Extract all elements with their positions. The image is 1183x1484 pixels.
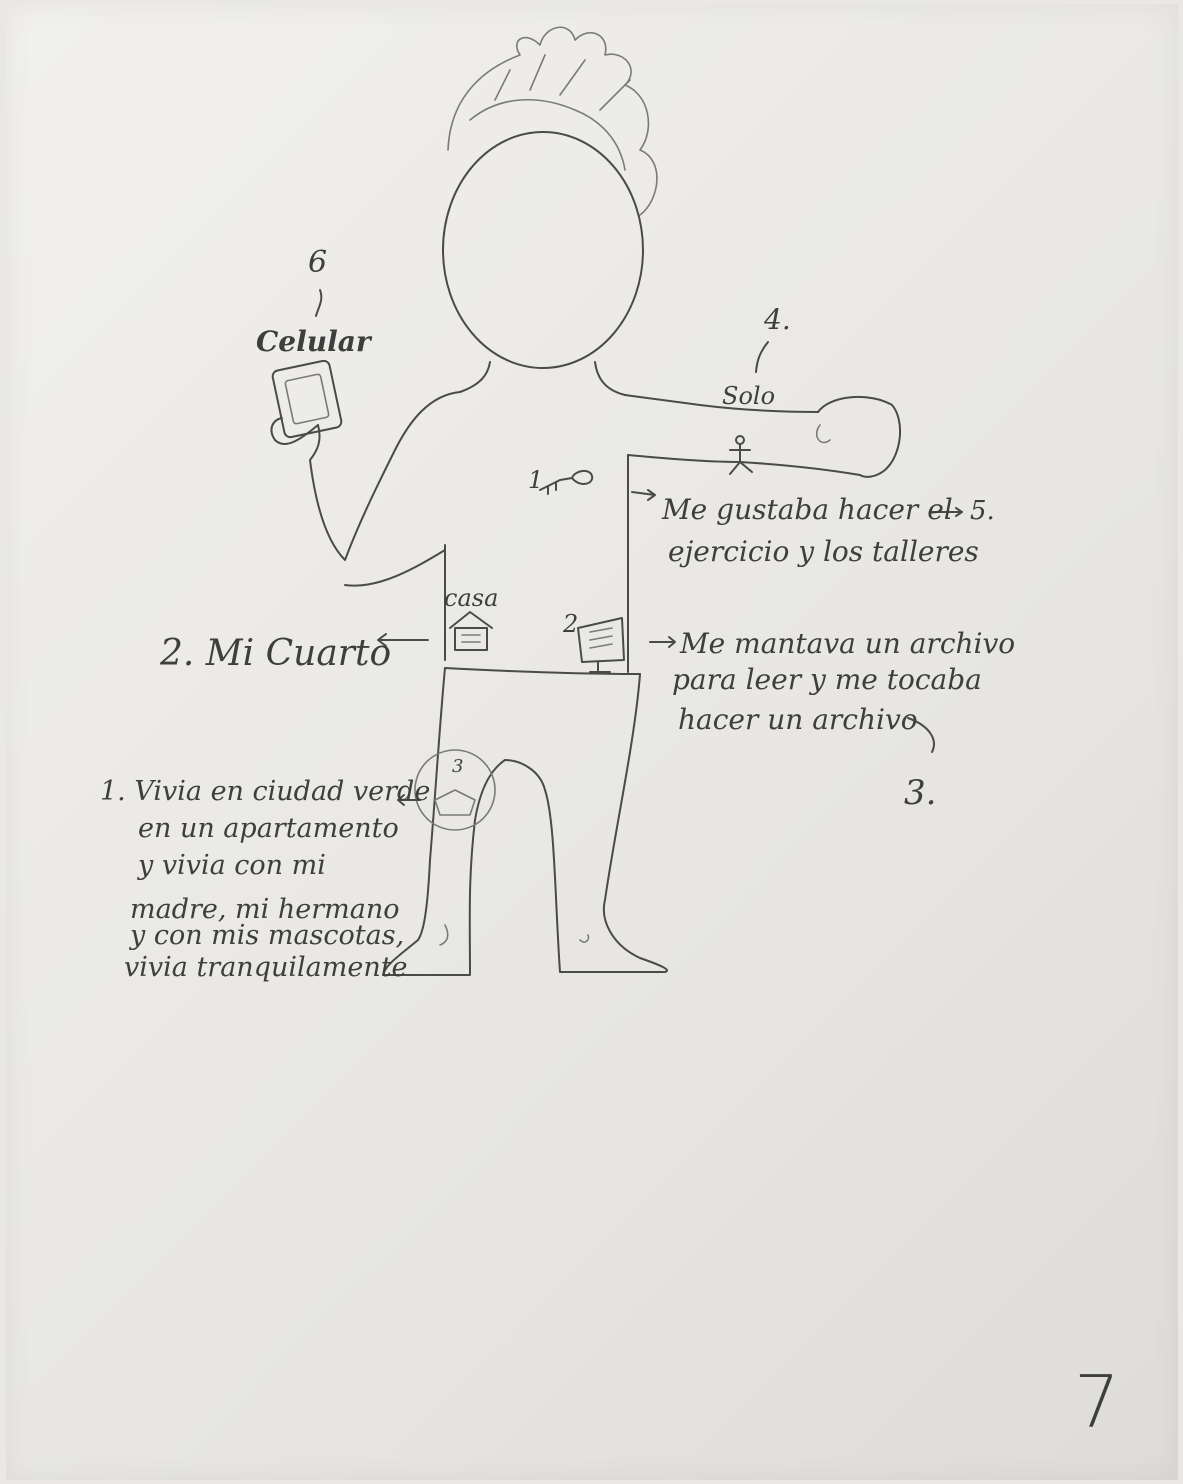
note-archivo-line1: Me mantava un archivo <box>680 630 1015 658</box>
label-four: 4. <box>764 306 791 334</box>
note-archivo-line3: hacer un archivo <box>678 706 918 734</box>
note-archivo-ref: 3. <box>904 776 936 810</box>
arrow-exercise <box>632 490 655 500</box>
right-fist <box>818 397 900 477</box>
note-vivia-line6: vivia tranquilamente <box>124 954 408 981</box>
note-exercise-ref: 5. <box>970 498 995 524</box>
computer-icon <box>578 618 624 672</box>
line-to-solo <box>756 342 768 372</box>
note-exercise-line2: ejercicio y los talleres <box>668 538 979 566</box>
arrow-archivo <box>650 637 675 647</box>
hair <box>448 27 657 215</box>
neck <box>460 362 490 392</box>
house-icon <box>450 612 492 650</box>
page-number: 7 <box>1074 1366 1120 1438</box>
label-one-chest: 1 <box>528 468 543 492</box>
key-icon <box>540 471 592 494</box>
note-exercise-line1: Me gustaba hacer el <box>662 496 953 524</box>
phone <box>272 360 343 439</box>
note-vivia-line1: 1. Vivia en ciudad verde <box>100 778 430 805</box>
stick-figure-icon <box>730 436 752 474</box>
note-archivo-line2: para leer y me tocaba <box>672 666 982 694</box>
note-vivia-line3: y vivia con mi <box>138 852 326 879</box>
note-vivia-line4: madre, mi hermano <box>130 896 399 923</box>
label-six: 6 <box>308 248 327 278</box>
note-vivia-line2: en un apartamento <box>138 815 399 842</box>
label-two-screen: 2 <box>563 612 578 636</box>
small-house-icon <box>435 790 475 815</box>
note-cuarto: 2. Mi Cuarto <box>160 636 391 672</box>
note-vivia-line5: y con mis mascotas, <box>130 922 404 949</box>
line-to-celular <box>316 290 321 316</box>
label-three-knee: 3 <box>452 758 463 776</box>
right-leg <box>505 674 667 972</box>
head <box>443 132 643 368</box>
left-arm <box>310 392 460 560</box>
label-casa: casa <box>444 586 498 610</box>
label-celular: Celular <box>256 328 371 356</box>
label-solo: Solo <box>722 384 775 408</box>
